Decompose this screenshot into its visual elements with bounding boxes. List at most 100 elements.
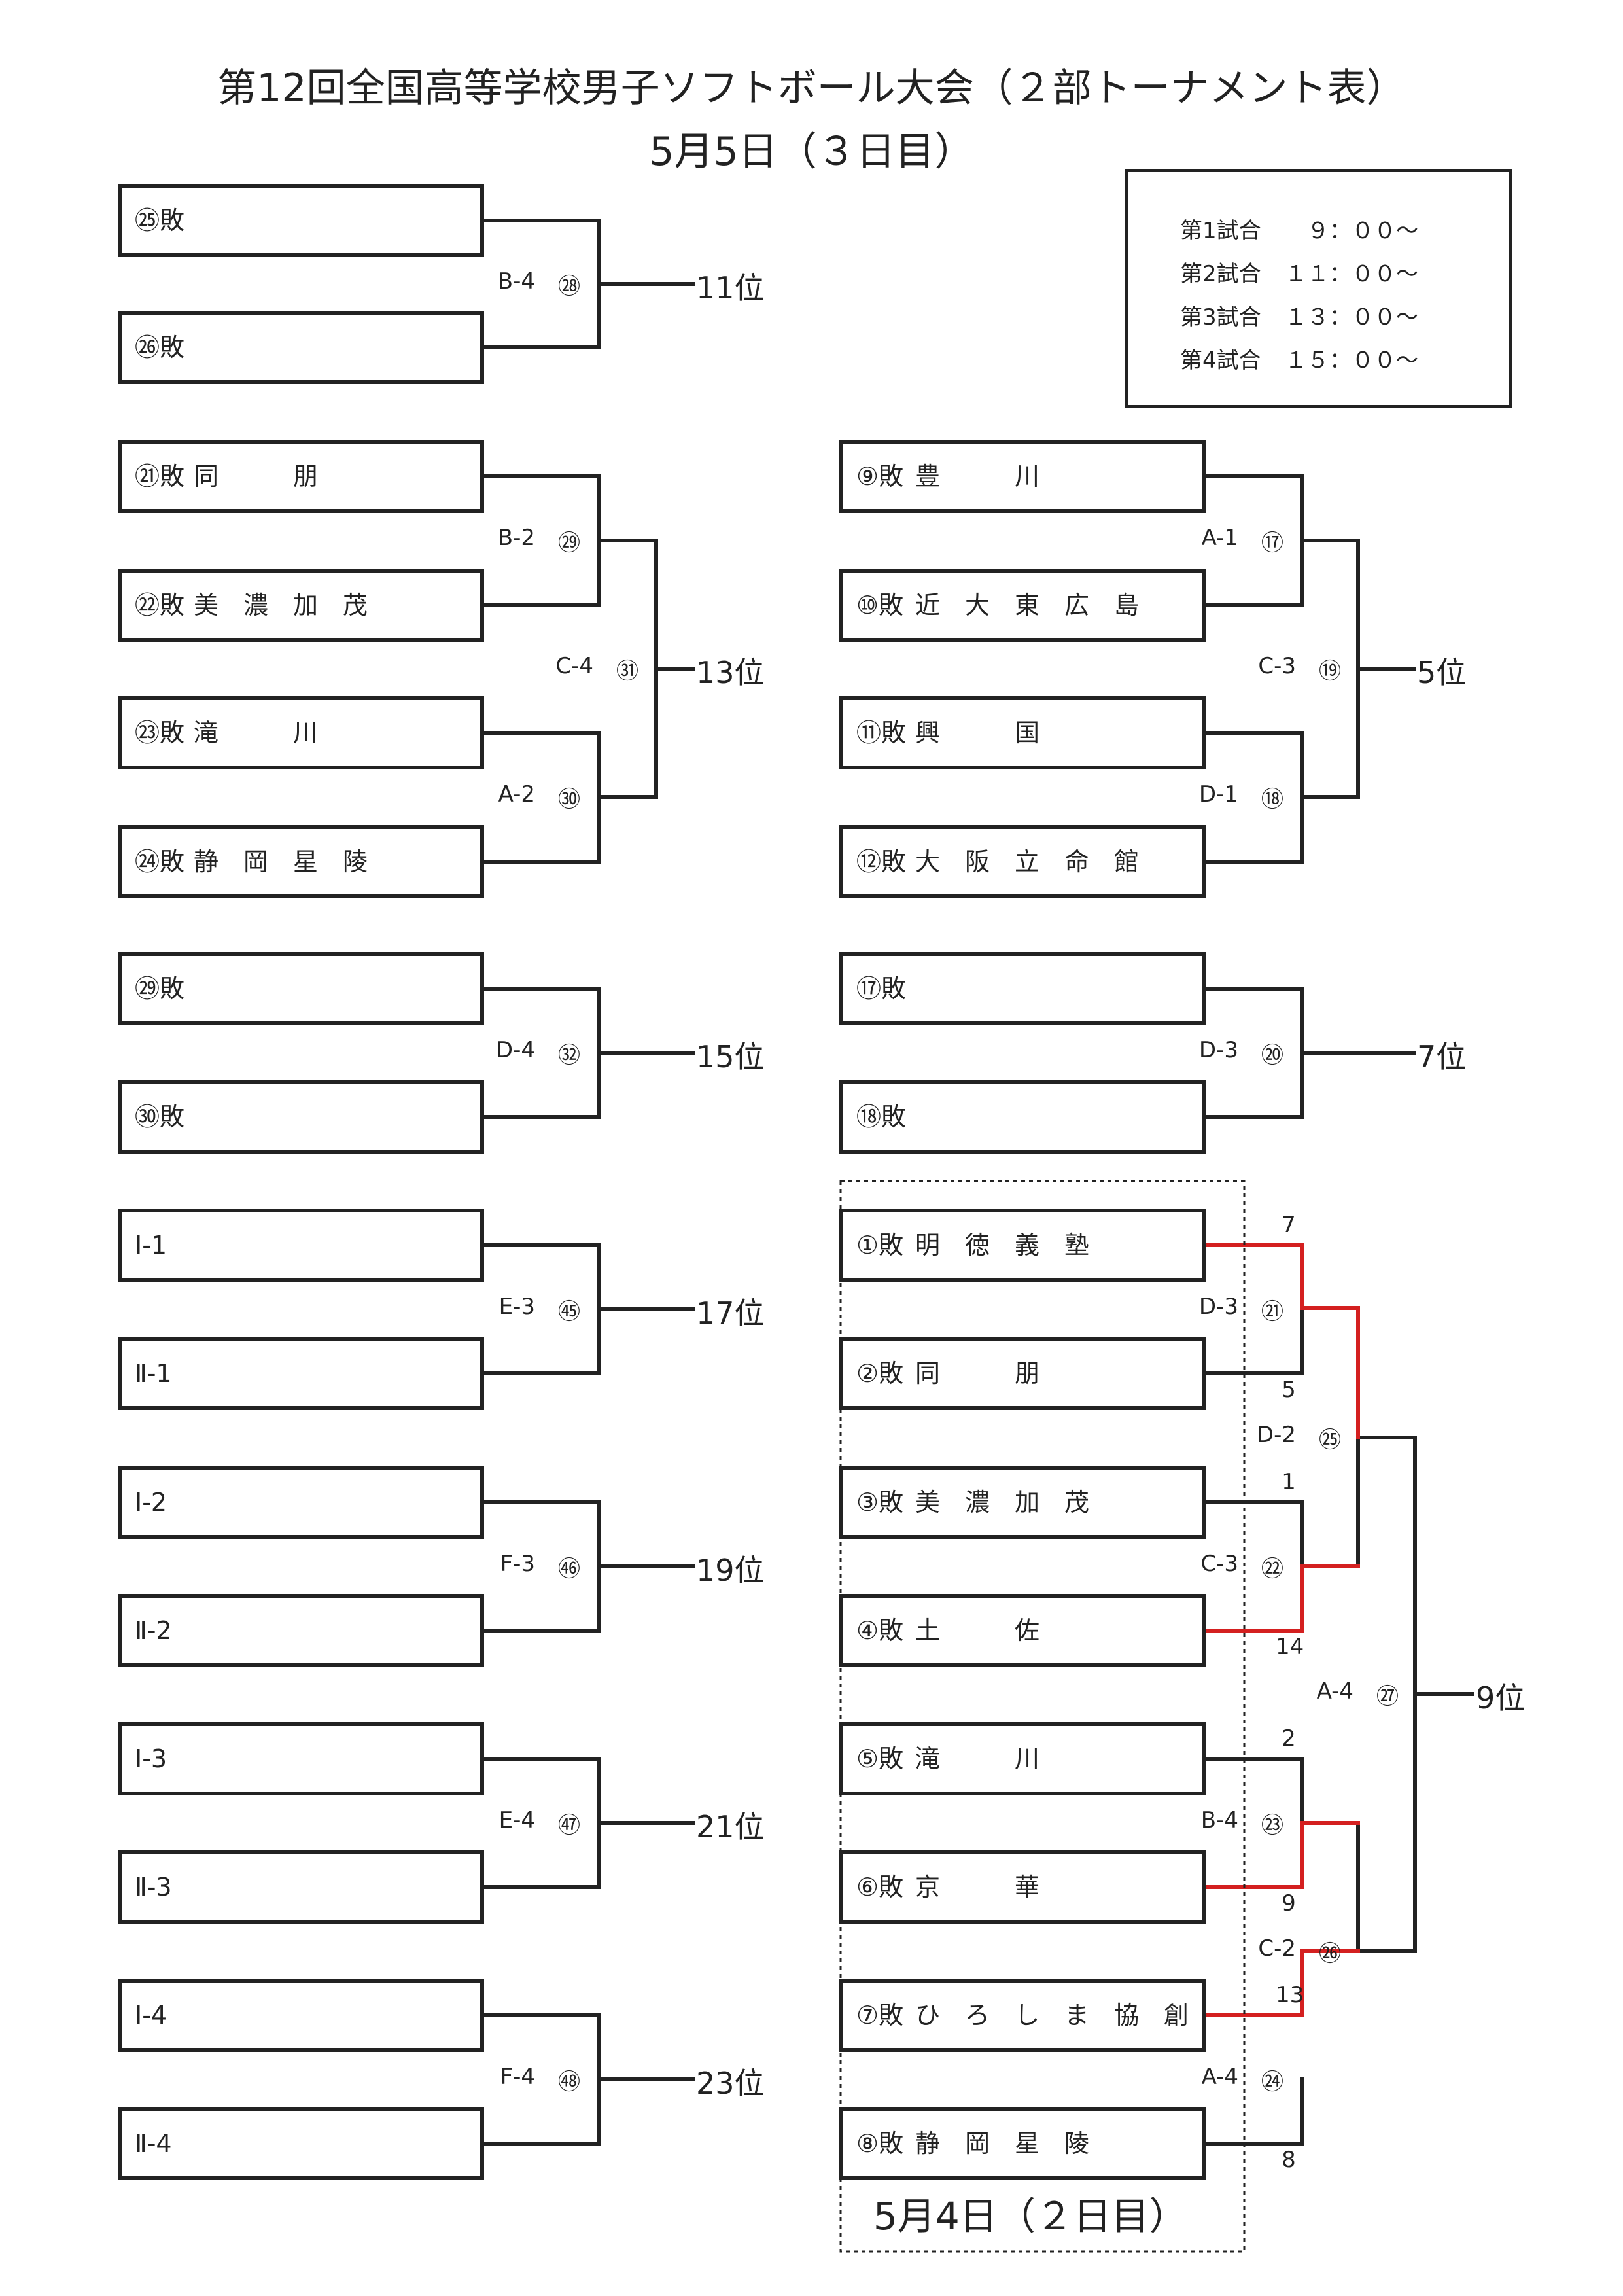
team-slot: ㉔敗静 岡 星 陵 (118, 825, 484, 898)
slot-source: ⑥敗 (856, 1873, 904, 1901)
team-slot: Ⅱ-2 (118, 1594, 484, 1667)
day2-label: 5月4日（２日目） (873, 2194, 1187, 2238)
match-court: B-2 (497, 525, 535, 551)
team-name: 静 岡 星 陵 (194, 847, 368, 876)
slot-source: ⑨敗 (856, 462, 904, 491)
match-court: D-4 (495, 1037, 535, 1063)
team-slot: ㉖敗 (118, 311, 484, 384)
score: 7 (1282, 1212, 1296, 1238)
winner-path-m22 (1183, 1564, 1360, 1633)
match-court: D-3 (1198, 1294, 1238, 1320)
match-court: B-4 (497, 268, 535, 294)
team-slot: ⑨敗豊 川 (839, 440, 1206, 513)
match-number: ㉛ (616, 658, 638, 684)
match-number: ㉙ (558, 530, 580, 556)
team-slot: ㉑敗同 朋 (118, 440, 484, 513)
match-court: F-4 (500, 2064, 535, 2090)
match-number: ㉔ (1261, 2069, 1283, 2095)
slot-source: ⑰敗 (856, 974, 907, 1003)
connector-m23-loser (1183, 1757, 1304, 1825)
schedule-time: １１：００～ (1285, 261, 1418, 287)
schedule-time: １５：００～ (1285, 347, 1418, 374)
rank-label: 21位 (696, 1809, 765, 1845)
slot-source: Ⅰ-1 (135, 1231, 167, 1260)
rank-label: 13位 (696, 655, 765, 690)
team-slot: Ⅱ-3 (118, 1850, 484, 1924)
slot-source: Ⅰ-3 (135, 1744, 167, 1773)
slot-source: ㉑敗 (135, 462, 185, 491)
team-slot: ⑰敗 (839, 952, 1206, 1025)
score: 9 (1282, 1890, 1296, 1916)
slot-source: ㉒敗 (135, 591, 185, 620)
match-court: F-3 (500, 1551, 535, 1577)
slot-source: ⑤敗 (856, 1744, 904, 1773)
score: 2 (1282, 1725, 1296, 1752)
connector-m21-loser (1183, 1306, 1304, 1375)
schedule-label: 第3試合 (1180, 304, 1261, 330)
match-number: ㉑ (1261, 1299, 1283, 1325)
match-court: C-3 (1258, 653, 1296, 679)
winner-path-m21 (1183, 1243, 1360, 1439)
team-name: 興 国 (915, 718, 1040, 747)
score: 5 (1282, 1377, 1296, 1403)
winner-path-m24 (1183, 1949, 1360, 2017)
team-name: 大 阪 立 命 館 (915, 847, 1140, 876)
team-slot: ⑦敗ひ ろ し ま 協 創 (839, 1979, 1206, 2052)
slot-source: Ⅱ-4 (135, 2129, 172, 2158)
rank-label: 15位 (696, 1039, 765, 1074)
match-number: ㊻ (558, 1556, 580, 1582)
team-slot: ㉒敗美 濃 加 茂 (118, 569, 484, 642)
rank-label: 9位 (1476, 1680, 1526, 1716)
team-slot: ⑱敗 (839, 1080, 1206, 1154)
team-slot: ⑤敗滝 川 (839, 1722, 1206, 1795)
score: 8 (1282, 2147, 1296, 2173)
match-number: ㉚ (558, 786, 580, 813)
rank-label: 19位 (696, 1553, 765, 1588)
match-court: B-4 (1200, 1807, 1238, 1833)
page-subtitle: 5月5日（３日目） (649, 129, 974, 175)
team-name: 明 徳 義 塾 (915, 1231, 1090, 1260)
slot-source: ⑪敗 (856, 718, 907, 747)
slot-source: ㉙敗 (135, 974, 185, 1003)
team-name: 滝 川 (915, 1744, 1040, 1773)
slot-source: ①敗 (856, 1231, 904, 1260)
team-slot: ⑧敗静 岡 星 陵 (839, 2107, 1206, 2180)
team-slot: ㉙敗 (118, 952, 484, 1025)
team-name: 同 朋 (194, 462, 319, 491)
slot-source: ②敗 (856, 1359, 904, 1388)
team-name: 滝 川 (194, 718, 319, 747)
team-slot: ②敗同 朋 (839, 1337, 1206, 1410)
match-number: ㉘ (558, 274, 580, 300)
team-slot: ㉓敗滝 川 (118, 696, 484, 769)
team-name: 京 華 (915, 1873, 1040, 1901)
team-name: 豊 川 (915, 462, 1040, 491)
team-slot: ㉕敗 (118, 184, 484, 257)
match-number: ㉕ (1319, 1427, 1341, 1453)
team-slot: ㉚敗 (118, 1080, 484, 1154)
match-court: E-3 (498, 1294, 535, 1320)
slot-source: Ⅰ-2 (135, 1488, 167, 1517)
match-number: ㊺ (558, 1299, 580, 1325)
slot-source: ㉔敗 (135, 847, 185, 876)
rank-label: 11位 (696, 270, 765, 306)
team-name: 土 佐 (915, 1616, 1040, 1645)
team-slot: ⑥敗京 華 (839, 1850, 1206, 1924)
match-court: A-1 (1201, 525, 1238, 551)
match-court: C-4 (555, 653, 593, 679)
team-name: 美 濃 加 茂 (194, 591, 368, 620)
team-slot: ④敗土 佐 (839, 1594, 1206, 1667)
connector-m22-loser (1183, 1500, 1304, 1568)
slot-source: ㉕敗 (135, 206, 185, 235)
slot-source: ⑫敗 (856, 847, 907, 876)
slot-source: ③敗 (856, 1488, 904, 1517)
match-court: A-4 (1316, 1678, 1353, 1704)
score: 14 (1276, 1634, 1304, 1660)
slot-source: ④敗 (856, 1616, 904, 1645)
slot-source: ⑱敗 (856, 1103, 907, 1131)
team-name: ひ ろ し ま 協 創 (915, 2001, 1189, 2030)
slot-source: ⑧敗 (856, 2129, 904, 2158)
